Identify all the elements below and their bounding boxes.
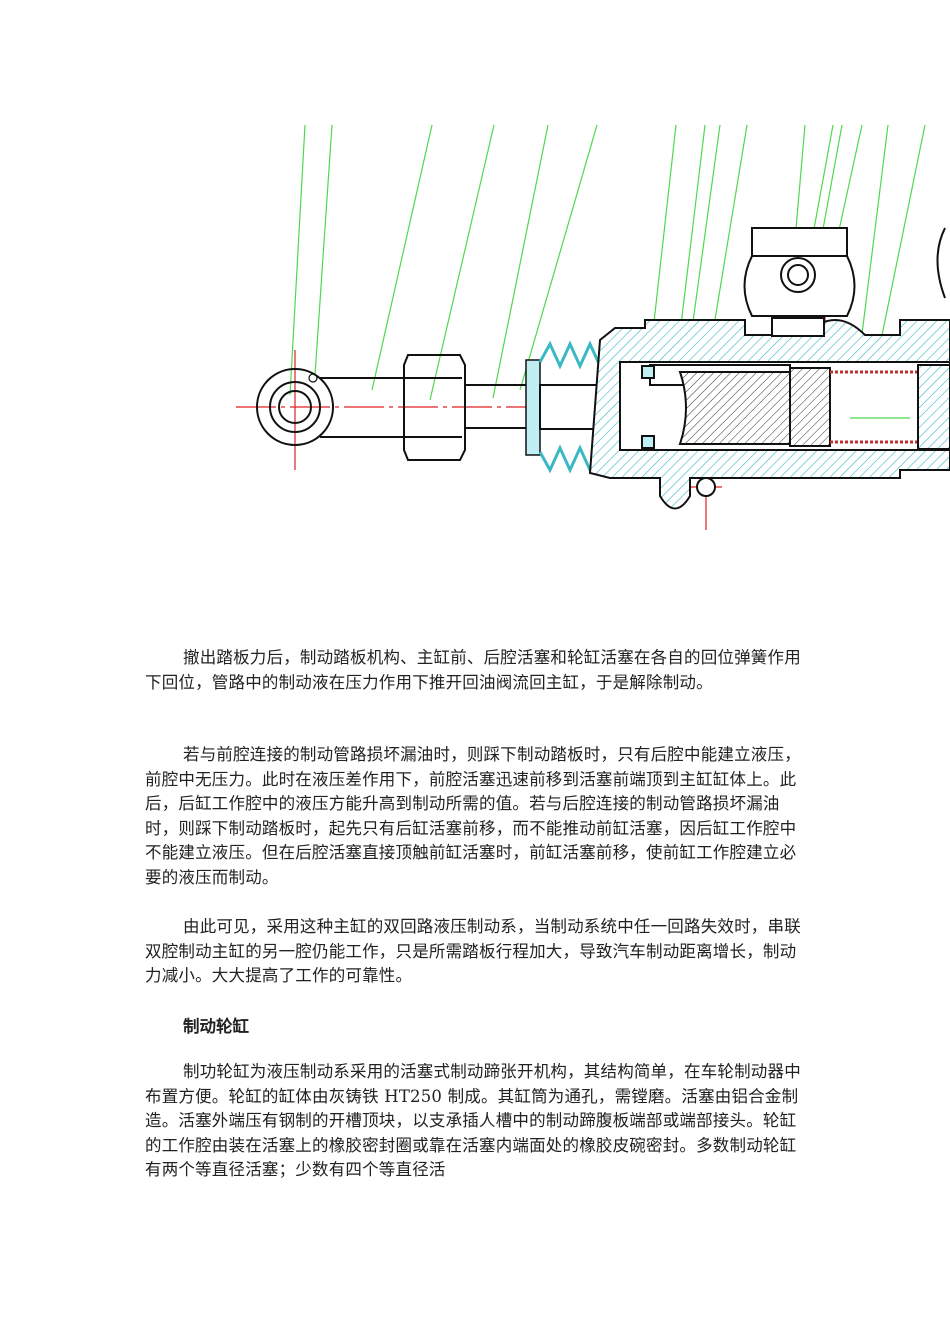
push-rod-eye	[256, 354, 530, 461]
section-heading: 制动轮缸	[183, 1017, 249, 1036]
paragraph-text: 撤出踏板力后，制动踏板机构、主缸前、后腔活塞和轮缸活塞在各自的回位弹簧作用下回位…	[145, 648, 801, 692]
paragraph-text: 制功轮缸为液压制动系采用的活塞式制动蹄张开机构，其结构简单，在车轮制动器中布置方…	[145, 1062, 801, 1179]
paragraph-text: 由此可见，采用这种主缸的双回路液压制动系，当制动系统中任一回路失效时，串联双腔制…	[145, 917, 801, 985]
paragraph-text: 若与前腔连接的制动管路损坏漏油时，则踩下制动踏板时，只有后腔中能建立液压，前腔中…	[145, 745, 801, 887]
cylinder-body	[588, 319, 950, 510]
paragraph-circuit-failure: 若与前腔连接的制动管路损坏漏油时，则踩下制动踏板时，只有后腔中能建立液压，前腔中…	[145, 743, 810, 890]
paragraph-release: 撤出踏板力后，制动踏板机构、主缸前、后腔活塞和轮缸活塞在各自的回位弹簧作用下回位…	[145, 646, 810, 695]
mounting-lug	[696, 477, 716, 497]
paragraph-wheel-cylinder: 制功轮缸为液压制动系采用的活塞式制动蹄张开机构，其结构简单，在车轮制动器中布置方…	[145, 1060, 810, 1183]
paragraph-conclusion: 由此可见，采用这种主缸的双回路液压制动系，当制动系统中任一回路失效时，串联双腔制…	[145, 915, 810, 989]
reservoir-fitting	[743, 227, 946, 337]
master-cylinder-section-drawing	[236, 124, 950, 530]
